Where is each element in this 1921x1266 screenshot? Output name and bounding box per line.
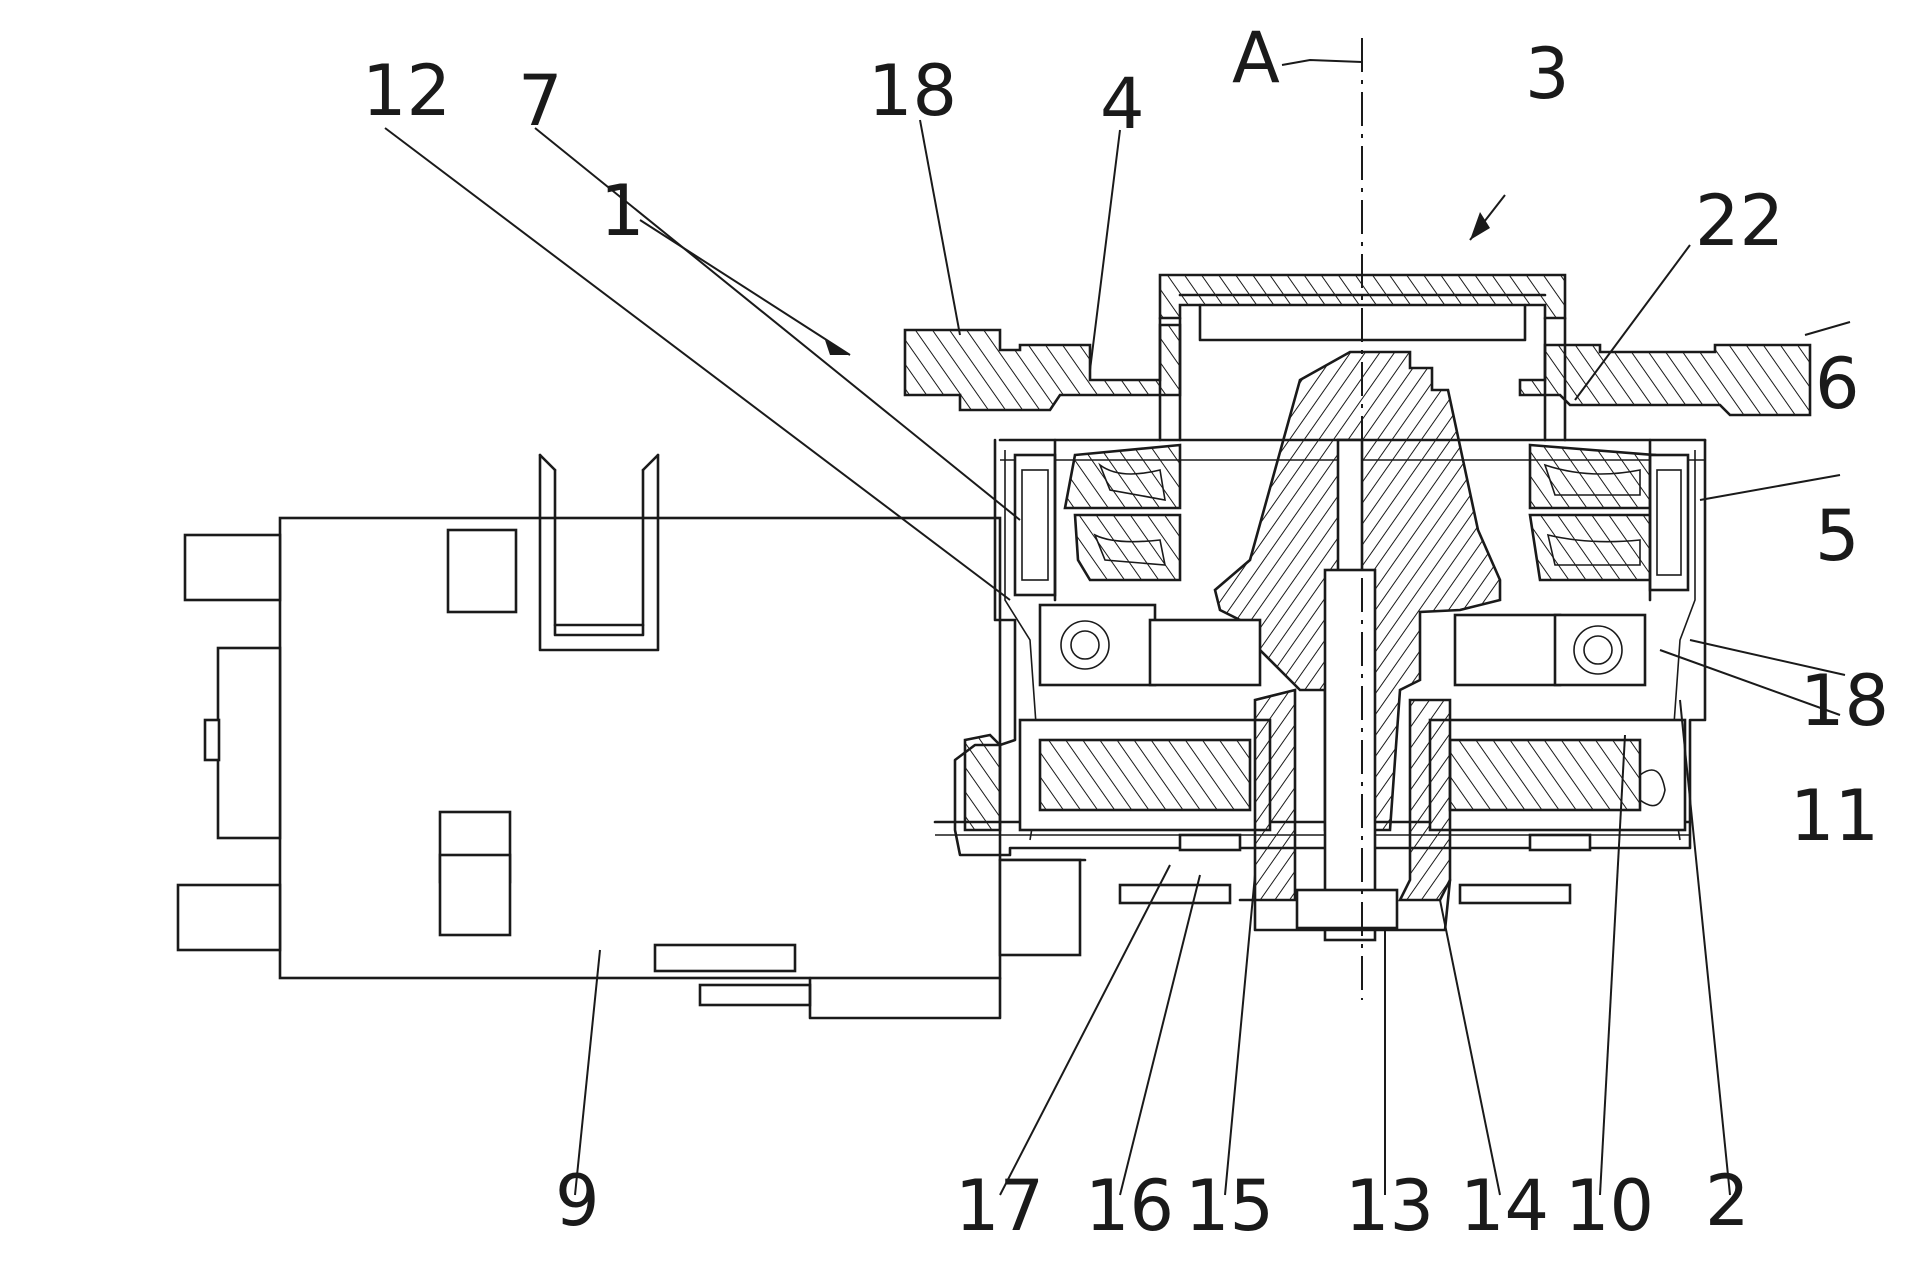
label-7: 7 (518, 60, 563, 142)
label-11: 11 (1790, 775, 1879, 857)
label-18-top: 18 (868, 50, 957, 132)
label-1: 1 (600, 170, 645, 252)
label-12: 12 (362, 50, 451, 132)
axis-A-leader (1282, 60, 1362, 65)
label-6: 6 (1815, 343, 1860, 425)
label-22: 22 (1695, 180, 1784, 262)
motor-housing-9 (178, 455, 1085, 1018)
label-13: 13 (1345, 1165, 1434, 1247)
label-14: 14 (1460, 1165, 1549, 1247)
label-A: A (1232, 17, 1280, 99)
label-15: 15 (1185, 1165, 1274, 1247)
label-3: 3 (1525, 33, 1570, 115)
label-2: 2 (1705, 1160, 1750, 1242)
label-17: 17 (955, 1165, 1044, 1247)
label-9: 9 (555, 1160, 600, 1242)
label-4: 4 (1100, 63, 1145, 145)
label-5: 5 (1815, 495, 1860, 577)
label-18-right: 18 (1800, 660, 1889, 742)
label-16: 16 (1085, 1165, 1174, 1247)
label-10: 10 (1565, 1165, 1654, 1247)
